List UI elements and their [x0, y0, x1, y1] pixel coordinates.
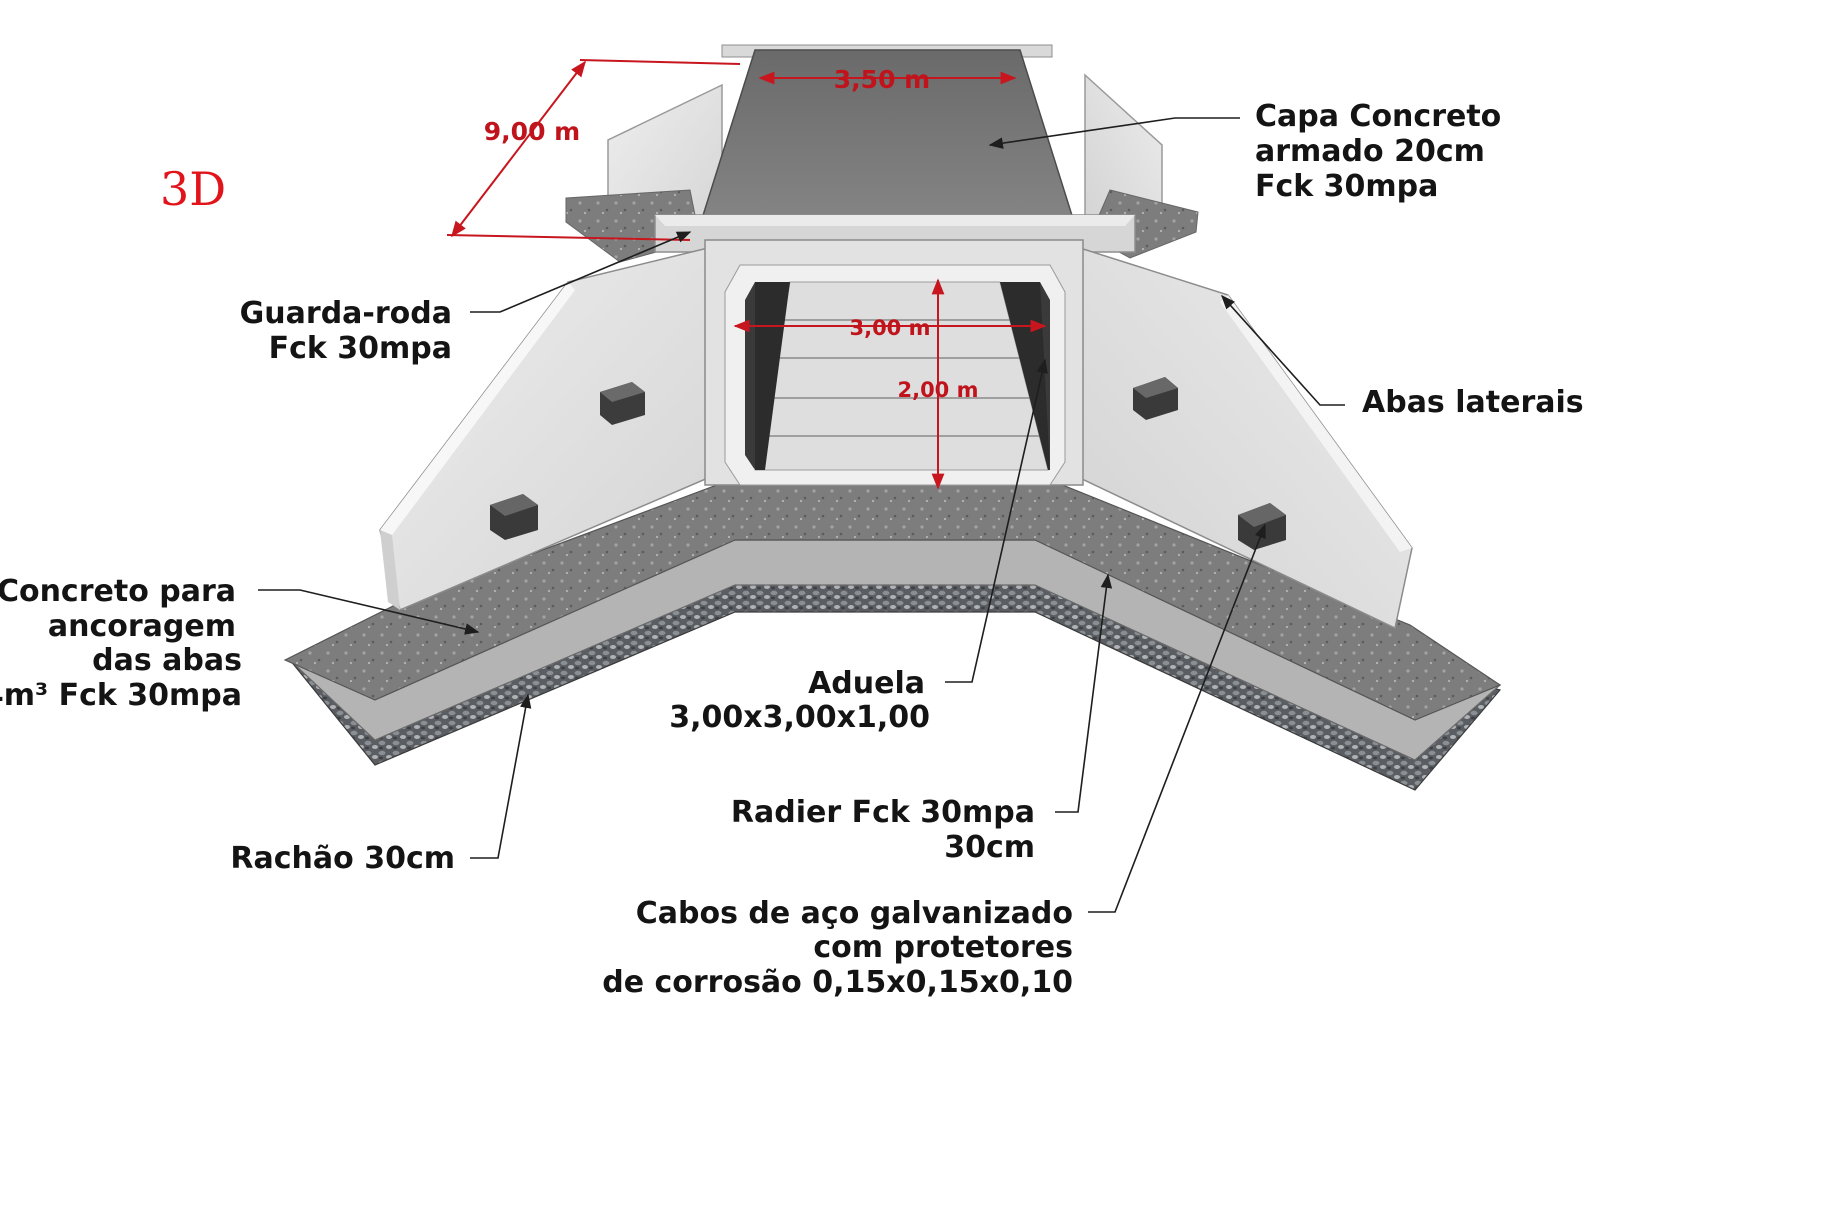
- svg-text:Cabos de aço galvanizado: Cabos de aço galvanizado: [636, 896, 1073, 931]
- top-slab: [654, 44, 1136, 253]
- dim-length: 9,00 m: [484, 117, 580, 146]
- dimension-lines: [446, 59, 1047, 490]
- label-abas-laterais: Abas laterais: [1362, 385, 1584, 420]
- svg-text:Concreto para: Concreto para: [0, 574, 236, 609]
- dim-width-top: 3,50 m: [834, 65, 930, 94]
- svg-text:3,00x3,00x1,00: 3,00x3,00x1,00: [669, 700, 930, 735]
- svg-text:ancoragem: ancoragem: [48, 609, 236, 644]
- label-guarda-roda: Guarda-roda Fck 30mpa: [240, 296, 452, 366]
- view-tag-3d: 3D: [160, 162, 226, 216]
- radier-slab: [283, 481, 1502, 761]
- leader-lines: [258, 117, 1345, 913]
- svg-text:de corrosão 0,15x0,15x0,10: de corrosão 0,15x0,15x0,10: [602, 965, 1073, 1000]
- box-culvert: [704, 239, 1084, 486]
- svg-text:Aduela: Aduela: [808, 666, 925, 701]
- svg-text:Rachão 30cm: Rachão 30cm: [230, 841, 455, 876]
- svg-text:das abas: das abas: [92, 643, 242, 678]
- dim-opening-height: 2,00 m: [897, 378, 978, 402]
- label-cabos-aco: Cabos de aço galvanizado com protetores …: [602, 896, 1073, 1000]
- label-rachao: Rachão 30cm: [230, 841, 455, 876]
- svg-text:Abas laterais: Abas laterais: [1362, 385, 1584, 420]
- svg-text:Fck 30mpa: Fck 30mpa: [269, 331, 452, 366]
- svg-text:30cm: 30cm: [944, 830, 1035, 865]
- label-radier: Radier Fck 30mpa 30cm: [731, 795, 1035, 865]
- label-concreto-ancoragem: Concreto para ancoragem das abas 4m³ Fck…: [0, 574, 242, 713]
- svg-text:Fck 30mpa: Fck 30mpa: [1255, 169, 1438, 204]
- svg-text:armado 20cm: armado 20cm: [1255, 134, 1485, 169]
- label-capa-concreto: Capa Concreto armado 20cm Fck 30mpa: [1255, 99, 1501, 204]
- svg-text:Radier Fck 30mpa: Radier Fck 30mpa: [731, 795, 1035, 830]
- svg-text:4m³ Fck 30mpa: 4m³ Fck 30mpa: [0, 678, 242, 713]
- svg-text:com protetores: com protetores: [813, 930, 1073, 965]
- dim-opening-width: 3,00 m: [849, 316, 930, 340]
- svg-text:Capa Concreto: Capa Concreto: [1255, 99, 1501, 134]
- svg-text:Guarda-roda: Guarda-roda: [240, 296, 452, 331]
- label-aduela: Aduela 3,00x3,00x1,00: [669, 666, 930, 735]
